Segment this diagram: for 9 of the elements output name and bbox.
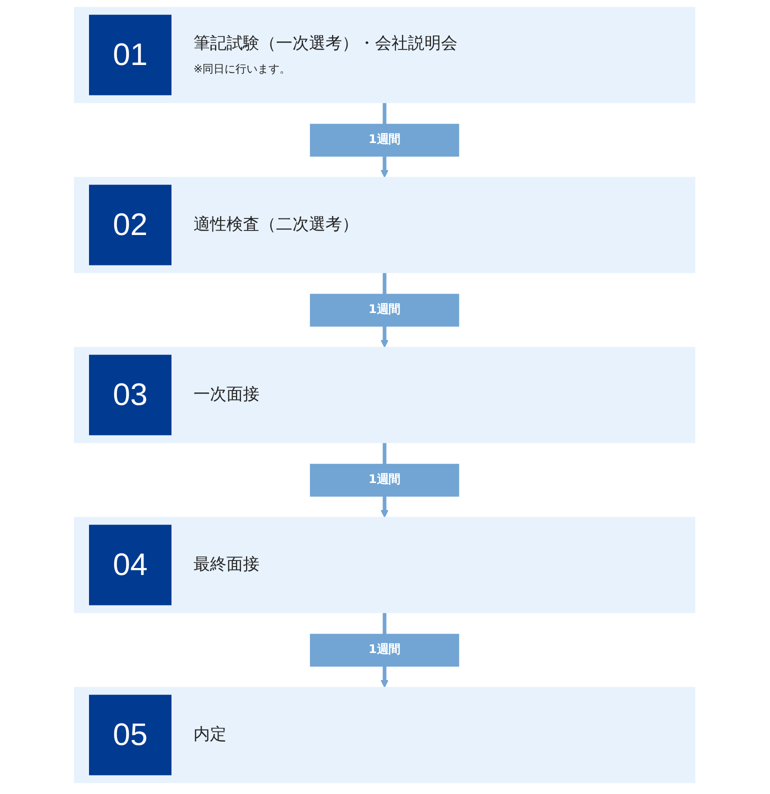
node-box: 01 筆記試験（一次選考）・会社説明会 ※同日に行います。 [74,6,696,104]
node-box: 02 適性検査（二次選考） [74,176,696,274]
node-box: 03 一次面接 [74,346,696,444]
node-box: 05 内定 [74,686,696,784]
edge-label: 1週間 [368,132,402,147]
node-box: 04 最終面接 [74,516,696,614]
edge-label: 1週間 [368,472,402,487]
edge-label: 1週間 [368,642,402,657]
edge-label: 1週間 [368,302,402,317]
